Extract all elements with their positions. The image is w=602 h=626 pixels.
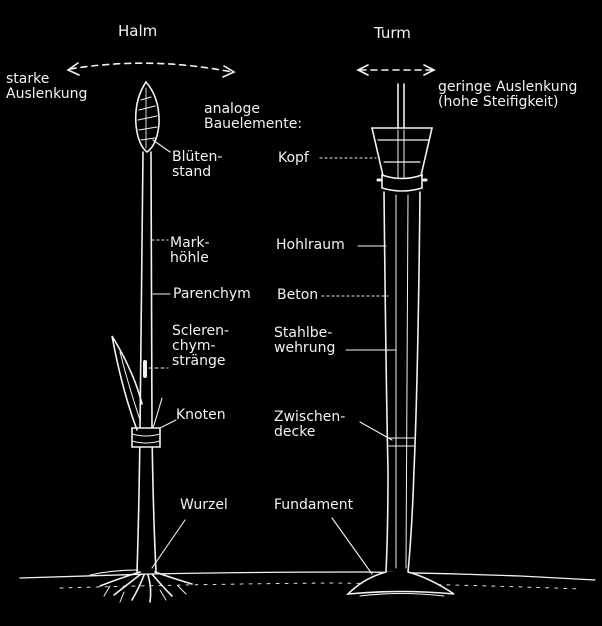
label-starke-auslenkung: starke Auslenkung xyxy=(6,71,88,102)
deflection-arrow-left xyxy=(66,62,236,78)
turm-label-fundament: Fundament xyxy=(274,497,354,513)
turm-label-kopf: Kopf xyxy=(278,150,309,166)
turm-label-hohlraum: Hohlraum xyxy=(276,237,345,253)
turm-leader-lines xyxy=(319,157,397,575)
halm-label-wurzel: Wurzel xyxy=(180,497,228,513)
deflection-arrow-right xyxy=(356,64,436,76)
label-geringe-auslenkung: geringe Auslenkung (hohe Steifigkeit) xyxy=(438,79,578,110)
halm-label-sclerenchymstraenge: Scleren- chym- stränge xyxy=(172,323,230,369)
halm-label-parenchym: Parenchym xyxy=(173,286,251,302)
turm-tower-drawing xyxy=(345,83,455,597)
halm-label-knoten: Knoten xyxy=(176,407,226,423)
halm-leader-lines xyxy=(148,139,186,569)
turm-label-beton: Beton xyxy=(277,287,319,303)
turm-label-zwischendecke: Zwischen- decke xyxy=(274,409,346,440)
halm-label-bluetenstand: Blüten- stand xyxy=(172,149,223,180)
halm-stem-drawing xyxy=(89,80,193,603)
turm-label-stahlbewehrung: Stahlbe- wehrung xyxy=(274,325,336,356)
turm-title: Turm xyxy=(374,24,411,42)
label-analoge-bauelemente: analoge Bauelemente: xyxy=(204,101,303,132)
halm-title: Halm xyxy=(118,22,158,40)
ground xyxy=(19,571,596,590)
halm-label-markhoehle: Mark- höhle xyxy=(170,235,210,266)
